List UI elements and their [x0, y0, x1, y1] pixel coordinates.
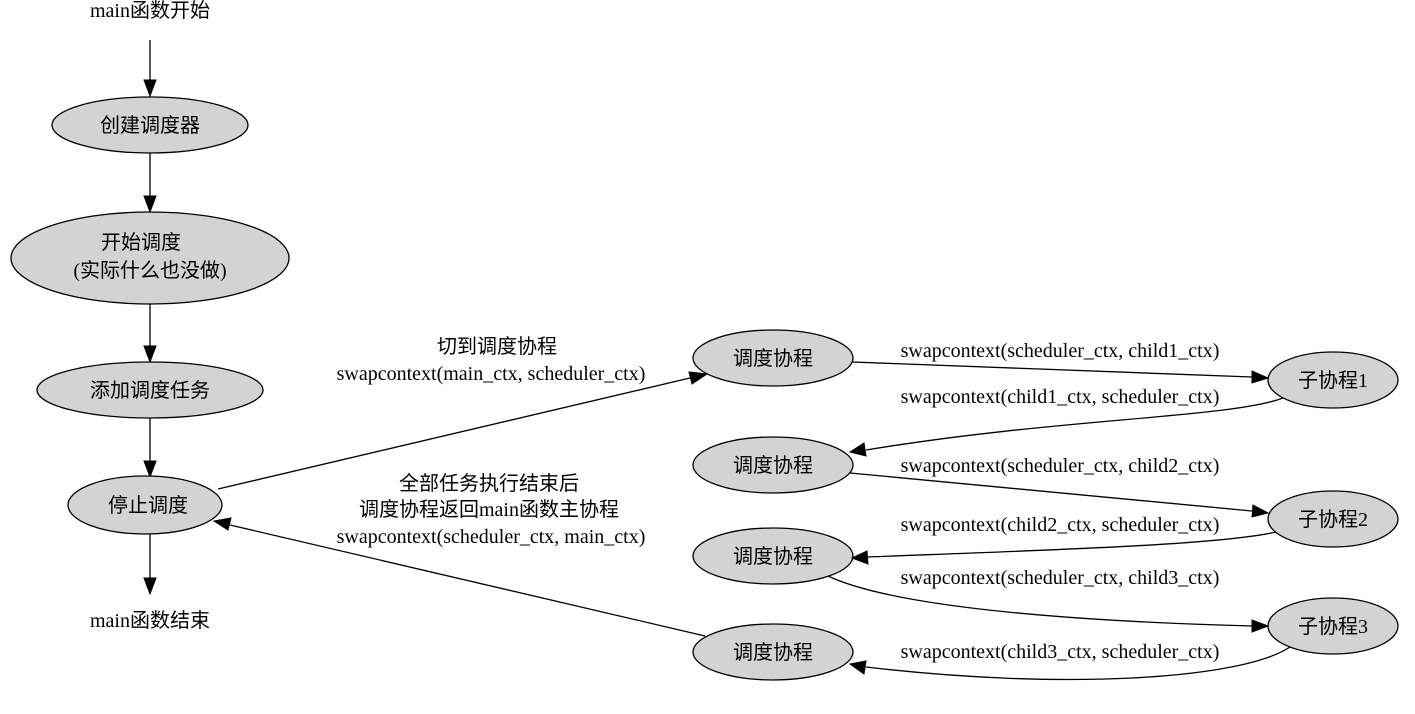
edge-child2-to-scheduler — [850, 531, 1277, 565]
edge-scheduler-to-child2-label: swapcontext(scheduler_ctx, child2_ctx) — [901, 455, 1220, 477]
main-end-label: main函数结束 — [90, 609, 210, 632]
scheduler-1-label: 调度协程 — [733, 347, 813, 370]
edge-scheduler-to-main-label-line2: 调度协程返回main函数主协程 — [359, 498, 619, 521]
edge-scheduler-to-child3 — [827, 575, 1270, 633]
child-1-label: 子协程1 — [1298, 369, 1368, 392]
edge-child1-to-scheduler-label: swapcontext(child1_ctx, scheduler_ctx) — [901, 386, 1220, 408]
node-child-1: 子协程1 — [1267, 351, 1399, 409]
edge-stop-to-end — [143, 534, 157, 596]
edge-scheduler-to-main — [212, 517, 706, 637]
scheduler-3-label: 调度协程 — [733, 545, 813, 568]
edge-start-to-add — [143, 304, 157, 364]
edge-child1-to-scheduler — [848, 397, 1284, 457]
edge-child3-to-scheduler-label: swapcontext(child3_ctx, scheduler_ctx) — [901, 641, 1220, 663]
scheduler-4-label: 调度协程 — [733, 641, 813, 664]
node-create-scheduler: 创建调度器 — [51, 96, 249, 154]
start-scheduling-label-line1: 开始调度 — [101, 231, 181, 254]
edge-main-to-scheduler — [217, 371, 709, 490]
main-start-label: main函数开始 — [90, 0, 210, 22]
edge-child2-to-scheduler-label: swapcontext(child2_ctx, scheduler_ctx) — [901, 514, 1220, 536]
node-scheduler-4: 调度协程 — [692, 623, 854, 681]
add-tasks-label: 添加调度任务 — [90, 379, 210, 402]
node-scheduler-2: 调度协程 — [692, 436, 854, 494]
node-stop-scheduling: 停止调度 — [67, 475, 223, 535]
edge-scheduler-to-child1 — [851, 361, 1270, 384]
edge-scheduler-to-main-label-line1: 全部任务执行结束后 — [399, 472, 579, 495]
edge-scheduler-to-child3-label: swapcontext(scheduler_ctx, child3_ctx) — [901, 567, 1220, 589]
edge-main-to-scheduler-label-line2: swapcontext(main_ctx, scheduler_ctx) — [337, 363, 646, 385]
node-scheduler-1: 调度协程 — [692, 329, 854, 387]
scheduler-2-label: 调度协程 — [733, 454, 813, 477]
node-child-2: 子协程2 — [1267, 490, 1399, 548]
edge-child3-to-scheduler — [848, 646, 1291, 681]
create-scheduler-label: 创建调度器 — [100, 114, 200, 137]
edge-scheduler-to-child2 — [849, 472, 1270, 518]
stop-scheduling-label: 停止调度 — [108, 494, 188, 517]
child-2-label: 子协程2 — [1298, 508, 1368, 531]
edge-scheduler-to-main-label-line3: swapcontext(scheduler_ctx, main_ctx) — [337, 526, 646, 548]
child-3-label: 子协程3 — [1298, 615, 1368, 638]
edge-main-to-scheduler-label-line1: 切到调度协程 — [437, 335, 557, 358]
node-child-3: 子协程3 — [1267, 597, 1399, 655]
node-add-tasks: 添加调度任务 — [36, 361, 264, 419]
edge-scheduler-to-child1-label: swapcontext(scheduler_ctx, child1_ctx) — [901, 340, 1220, 362]
edge-start-to-create — [143, 40, 157, 98]
node-scheduler-3: 调度协程 — [692, 527, 854, 585]
edge-create-to-start — [143, 153, 157, 214]
start-scheduling-label-line2: (实际什么也没做) — [73, 259, 226, 282]
edge-add-to-stop — [143, 418, 157, 479]
node-start-scheduling: 开始调度 (实际什么也没做) — [10, 211, 290, 305]
